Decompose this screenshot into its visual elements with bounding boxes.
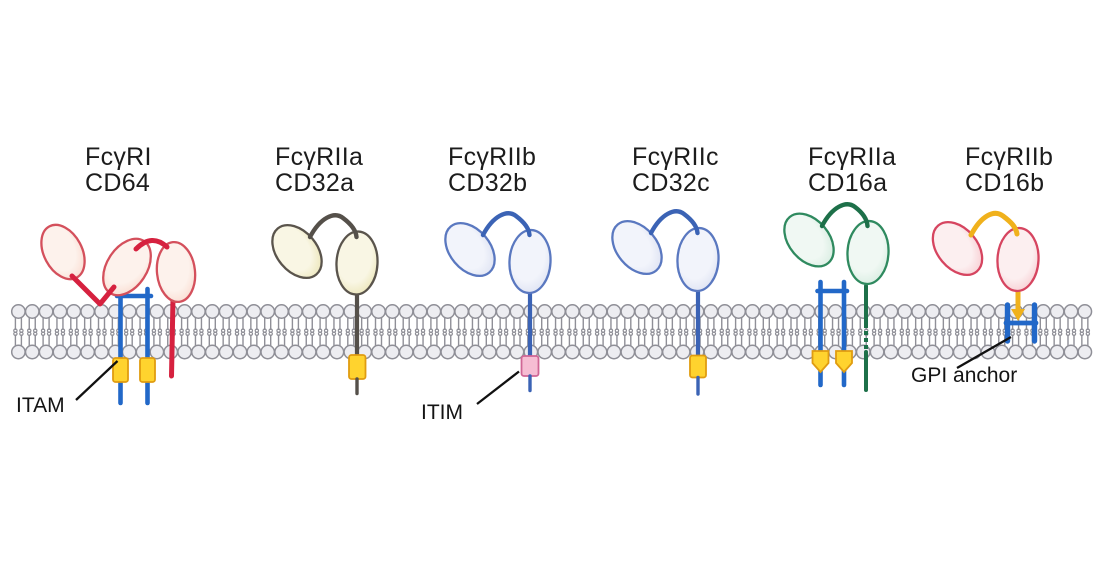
- receptor-fcgri-cd64: [40, 223, 197, 406]
- domain-linker: [819, 202, 870, 229]
- itim-motif: [520, 355, 540, 377]
- itam-motif: [112, 357, 129, 383]
- receptor-cd: CD32a: [275, 169, 355, 197]
- itam-motif: [811, 350, 830, 374]
- receptor-fcgriib-cd16b: [931, 210, 1040, 344]
- itam-pointer-line: [75, 360, 119, 401]
- receptor-cd: CD16a: [808, 169, 888, 197]
- itam-motif: [348, 354, 367, 380]
- receptor-name: FcγRIIa: [275, 143, 364, 171]
- domain-linker: [968, 210, 1020, 238]
- gpi-anchor-label: GPI anchor: [911, 364, 1018, 387]
- receptor-name: FcγRIIc: [632, 143, 719, 171]
- receptor-fcgriia-cd32a: [271, 213, 379, 396]
- domain-linker: [133, 238, 170, 252]
- itam-label: ITAM: [16, 394, 65, 417]
- receptor-name: FcγRIIb: [448, 143, 537, 171]
- receptor-cd: CD64: [85, 169, 151, 197]
- receptor-label-fcgriia-cd32a: FcγRIIa CD32a: [275, 144, 363, 196]
- receptor-name: FcγRIIb: [965, 143, 1054, 171]
- receptor-label-fcgri-cd64: FcγRI CD64: [85, 144, 152, 196]
- gpi-pointer-line: [956, 336, 1012, 369]
- stalk-arrowhead: [1011, 309, 1025, 321]
- receptor-fcgriic-cd32c: [611, 209, 720, 396]
- domain-linker: [480, 211, 532, 238]
- receptor-fcgriib-cd32b: [444, 211, 552, 393]
- receptor-cd: CD32c: [632, 169, 710, 197]
- domain-linker: [648, 209, 700, 236]
- alpha-stalk: [169, 295, 176, 379]
- receptor-name: FcγRIIa: [808, 143, 897, 171]
- domain-linker: [69, 273, 117, 307]
- itim-label: ITIM: [421, 401, 463, 424]
- itim-pointer-line: [476, 370, 520, 405]
- itam-motif: [139, 357, 156, 383]
- receptor-cd: CD16b: [965, 169, 1045, 197]
- receptor-name: FcγRI: [85, 143, 152, 171]
- domain-linker: [307, 213, 359, 240]
- receptor-fcgriia-cd16a: [783, 202, 890, 392]
- receptor-label-fcgriib-cd32b: FcγRIIb CD32b: [448, 144, 536, 196]
- itam-motif: [835, 350, 853, 374]
- annotation-pointer-lines: [75, 336, 1012, 405]
- receptor-label-fcgriia-cd16a: FcγRIIa CD16a: [808, 144, 896, 196]
- receptor-cd: CD32b: [448, 169, 528, 197]
- itam-motif: [689, 354, 707, 379]
- receptor-label-fcgriic-cd32c: FcγRIIc CD32c: [632, 144, 719, 196]
- receptor-label-fcgriib-cd16b: FcγRIIb CD16b: [965, 144, 1053, 196]
